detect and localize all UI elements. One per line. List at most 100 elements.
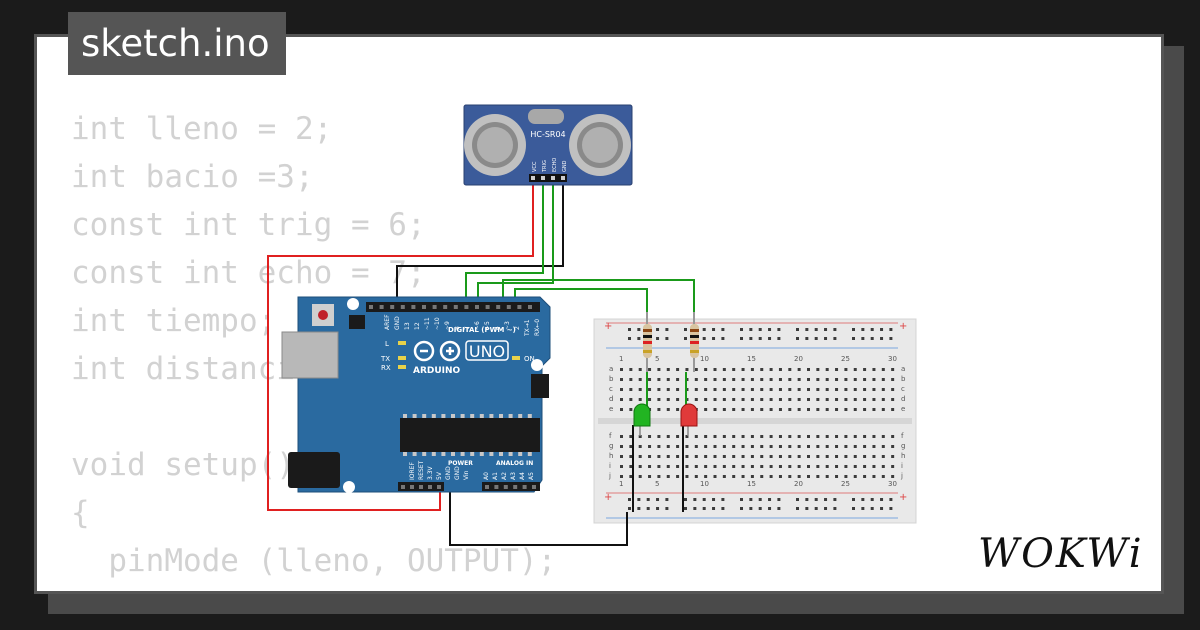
arduino-pin-label: Vin <box>463 470 470 480</box>
bb-row-letter: j <box>900 472 903 480</box>
arduino-model-label: UNO <box>469 342 505 361</box>
bb-row-letter: b <box>609 375 614 383</box>
arduino-pin-label: IOREF <box>409 462 416 480</box>
wire-black-gnd-breadboard[interactable] <box>449 484 628 546</box>
arduino-pin-label: ~10 <box>434 317 441 330</box>
sensor-pin-label: ECHO <box>552 158 558 172</box>
bb-col-number: 15 <box>747 480 756 488</box>
led-green[interactable] <box>633 403 651 436</box>
bb-plus-label: + <box>604 492 612 503</box>
arduino-pin-label: ~5 <box>484 321 491 330</box>
code-preview: int lleno = 2;int bacio =3;const int tri… <box>71 105 557 591</box>
code-line: const int echo = 7; <box>71 255 426 291</box>
arduino-pin-label: A1 <box>492 472 499 480</box>
arduino-pin-label: AREF <box>384 314 391 330</box>
arduino-pin-label: 12 <box>414 322 421 330</box>
arduino-brand-label: ARDUINO <box>413 366 461 376</box>
bb-plus-label: + <box>899 321 907 332</box>
led-on-label: ON <box>524 355 535 363</box>
bb-col-number: 20 <box>794 355 803 363</box>
arduino-pin-label: A0 <box>483 472 490 480</box>
code-line: void setup() <box>71 447 295 483</box>
sensor-pin-label: GND <box>562 160 568 172</box>
analog-header-label: ANALOG IN <box>496 460 533 467</box>
code-line: pinMode (lleno, OUTPUT); <box>71 543 557 579</box>
sensor-pin-label: TRIG <box>542 160 548 173</box>
bb-row-letter: f <box>901 432 904 440</box>
bb-col-number: 5 <box>655 355 659 363</box>
arduino-pin-label: GND <box>454 466 461 480</box>
bb-row-letter: d <box>901 395 905 403</box>
bb-row-letter: i <box>609 462 611 470</box>
wire-green-trig[interactable] <box>465 180 544 306</box>
bb-row-letter: h <box>609 452 613 460</box>
bb-row-letter: b <box>901 375 906 383</box>
bb-col-number: 20 <box>794 480 803 488</box>
bb-col-number: 25 <box>841 480 850 488</box>
led-l-label: L <box>385 340 389 348</box>
bb-col-number: 30 <box>888 355 897 363</box>
wire-black-gnd-sensor[interactable] <box>396 180 564 306</box>
arduino-pin-label: A4 <box>519 472 526 480</box>
arduino-pin-label: 3.3V <box>427 465 434 480</box>
arduino-pin-label: A5 <box>528 472 535 480</box>
led-tx-label: TX <box>380 355 390 363</box>
arduino-pin-label: TX→1 <box>524 319 531 337</box>
arduino-uno[interactable]: AREF GND 13 12 ~11 ~10 ~9 8 7 ~6 ~5 4 ~3… <box>281 296 551 493</box>
code-line: { <box>71 495 90 531</box>
bb-row-letter: d <box>609 395 613 403</box>
arduino-pin-label: ~9 <box>444 321 451 330</box>
wire-red-vcc[interactable] <box>267 180 534 511</box>
bb-col-number: 5 <box>655 480 659 488</box>
bb-plus-label: + <box>604 321 612 332</box>
arduino-pin-label: ~6 <box>474 321 481 330</box>
led-rx-label: RX <box>381 364 391 372</box>
bb-row-letter: g <box>609 442 613 450</box>
arduino-pin-label: 7 <box>464 326 471 330</box>
power-header-label: POWER <box>448 460 473 467</box>
arduino-pin-label: GND <box>394 316 401 330</box>
arduino-pin-label: RX←0 <box>534 319 541 336</box>
arduino-pin-label: A3 <box>510 472 517 480</box>
bb-col-number: 1 <box>619 480 623 488</box>
resistor-1[interactable] <box>643 312 652 372</box>
resistor-2[interactable] <box>690 312 699 372</box>
bb-row-letter: c <box>901 385 905 393</box>
sensor-pin-label: VCC <box>532 161 538 172</box>
code-line: int lleno = 2; <box>71 111 333 147</box>
bb-col-number: 30 <box>888 480 897 488</box>
bb-row-letter: f <box>609 432 612 440</box>
bb-row-letter: e <box>609 405 613 413</box>
file-tab[interactable]: sketch.ino <box>68 12 286 75</box>
bb-row-letter: a <box>901 365 905 373</box>
arduino-pin-label: 13 <box>404 322 411 330</box>
led-red[interactable] <box>680 403 698 436</box>
bb-col-number: 1 <box>619 355 623 363</box>
arduino-pin-label: RESET <box>418 460 425 480</box>
code-line: int tiempo; <box>71 303 277 339</box>
arduino-pin-label: 8 <box>454 326 461 330</box>
wire-green-led-2[interactable] <box>502 279 695 312</box>
code-line: const int trig = 6; <box>71 207 426 243</box>
bb-row-letter: j <box>608 472 611 480</box>
bb-row-letter: h <box>901 452 905 460</box>
wokwi-logo[interactable]: WOKWi <box>978 527 1150 577</box>
bb-col-number: 10 <box>700 480 709 488</box>
bb-row-letter: a <box>609 365 613 373</box>
wires <box>267 180 695 546</box>
digital-header-label: DIGITAL (PWM ~) <box>448 326 516 334</box>
arduino-pin-label: ~3 <box>504 321 511 330</box>
arduino-pin-label: ~11 <box>424 317 431 330</box>
ultrasonic-sensor[interactable]: HC-SR04 VCC TRIG ECHO GND <box>463 104 633 186</box>
bb-row-letter: i <box>901 462 903 470</box>
sensor-model-label: HC-SR04 <box>530 130 565 139</box>
arduino-pin-label: 5V <box>436 471 443 480</box>
bb-plus-label: + <box>899 492 907 503</box>
bb-row-letter: e <box>901 405 905 413</box>
wire-green-echo[interactable] <box>477 180 554 306</box>
bb-col-number: 15 <box>747 355 756 363</box>
wokwi-logo-text: WOKWi <box>978 531 1144 577</box>
arduino-pin-label: 4 <box>494 326 501 330</box>
arduino-pin-label: 2 <box>514 326 521 330</box>
